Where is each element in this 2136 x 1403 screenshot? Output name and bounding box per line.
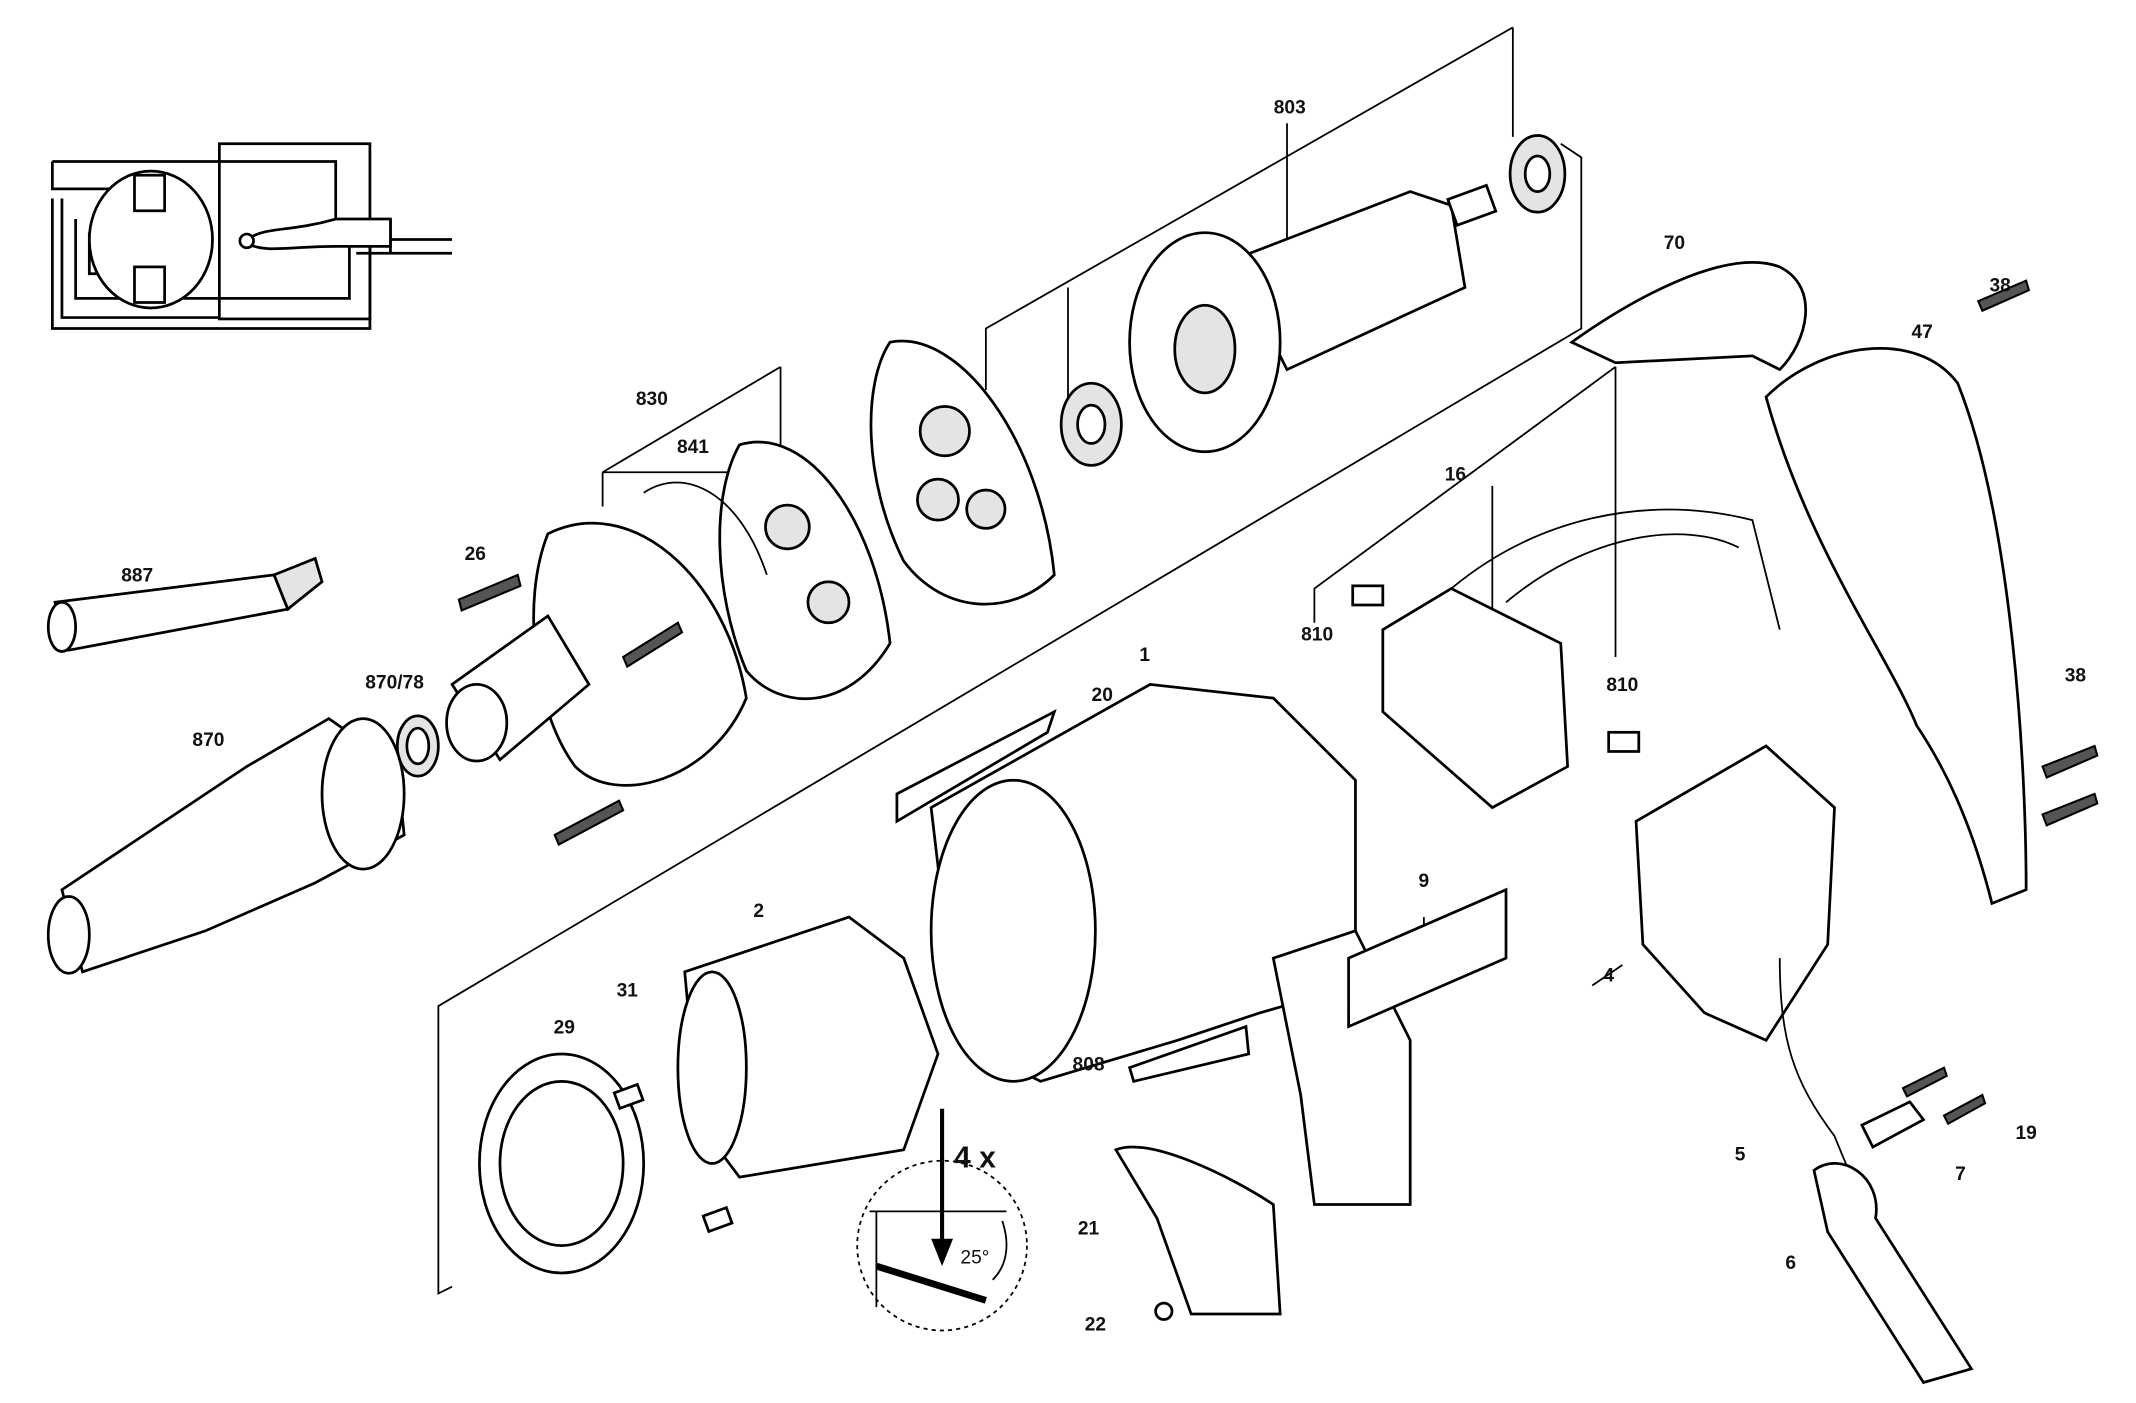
callout-5: 5 xyxy=(1735,1145,1746,1166)
detail-quantity: 4 x xyxy=(954,1142,996,1175)
detail-angle: 25° xyxy=(960,1247,989,1268)
callout-21: 21 xyxy=(1078,1219,1100,1240)
callout-887: 887 xyxy=(121,566,153,587)
field-coil-part xyxy=(478,915,940,1275)
armature-part xyxy=(1059,134,1567,467)
switch-part xyxy=(1113,744,1987,1385)
callout-2: 2 xyxy=(753,901,764,922)
callout-38-lower: 38 xyxy=(2065,666,2087,687)
callout-70: 70 xyxy=(1664,233,1685,254)
callout-9: 9 xyxy=(1419,871,1430,892)
callout-810-upper: 810 xyxy=(1301,625,1333,646)
callout-6: 6 xyxy=(1785,1253,1796,1274)
detail-view xyxy=(856,1108,1028,1332)
callout-1: 1 xyxy=(1139,645,1150,666)
callout-803: 803 xyxy=(1274,98,1306,119)
callout-labels: 803 70 47 38 830 841 26 887 870/78 870 1… xyxy=(121,98,2086,1336)
gear-housing-part xyxy=(445,339,1056,846)
callout-16: 16 xyxy=(1445,464,1466,485)
callout-870-78: 870/78 xyxy=(365,672,424,693)
callout-870: 870 xyxy=(192,730,224,751)
handle-part xyxy=(1569,261,2099,906)
wiring-schematic xyxy=(50,142,453,330)
callout-841: 841 xyxy=(677,437,709,458)
callout-26: 26 xyxy=(465,544,486,565)
brush-holder-part xyxy=(1351,508,1781,810)
leader-lines xyxy=(437,26,1623,1295)
callout-830: 830 xyxy=(636,389,668,410)
callout-22: 22 xyxy=(1085,1314,1106,1335)
bit-holder-part xyxy=(46,556,440,975)
callout-20: 20 xyxy=(1092,685,1113,706)
callout-19: 19 xyxy=(2015,1123,2036,1144)
callout-7: 7 xyxy=(1955,1164,1966,1185)
callout-29: 29 xyxy=(554,1017,575,1038)
callout-4: 4 xyxy=(1603,965,1614,986)
callout-47: 47 xyxy=(1911,322,1932,343)
callout-31: 31 xyxy=(617,980,639,1001)
motor-housing-part xyxy=(895,682,1508,1206)
callout-810-lower: 810 xyxy=(1606,675,1638,696)
callout-38-top: 38 xyxy=(1989,276,2011,297)
callout-808: 808 xyxy=(1073,1054,1105,1075)
